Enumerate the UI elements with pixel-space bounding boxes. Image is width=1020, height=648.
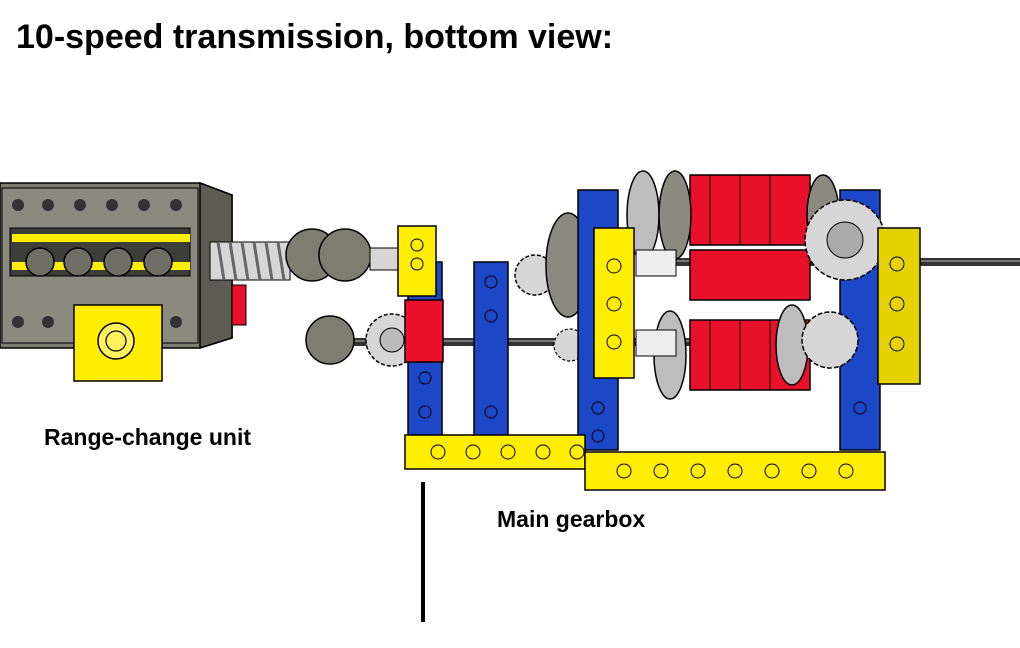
yellow-beam-bottom-left bbox=[404, 434, 586, 470]
yellow-beam-gearbox-right bbox=[877, 227, 921, 385]
main-gearbox-label: Main gearbox bbox=[497, 506, 646, 532]
knob-gear-lower bbox=[305, 315, 355, 365]
red-synchro-upper bbox=[689, 174, 811, 246]
yellow-beam-small bbox=[397, 225, 437, 297]
diagram-title: 10-speed transmission, bottom view: bbox=[16, 18, 614, 56]
spur-gear-right-lower bbox=[801, 311, 859, 369]
red-synchro-middle bbox=[689, 249, 811, 301]
red-block bbox=[404, 299, 444, 363]
shaft-bushes bbox=[635, 249, 677, 357]
range-housing-yellow-pins bbox=[12, 234, 190, 270]
knob-gear-upper bbox=[285, 228, 411, 282]
blue-beam-middle bbox=[473, 261, 509, 443]
range-change-unit-label: Range-change unit bbox=[44, 424, 252, 450]
range-housing-holes-bottom bbox=[12, 316, 182, 328]
worm-gear bbox=[209, 241, 291, 281]
large-spur-gear bbox=[804, 199, 886, 281]
yellow-beam-bottom-right bbox=[584, 451, 886, 491]
gearbox-gears-upper bbox=[626, 170, 840, 260]
yellow-beam-gearbox-left bbox=[593, 227, 635, 379]
range-yellow-plate bbox=[73, 304, 163, 382]
range-change-housing bbox=[0, 181, 247, 350]
range-housing-bushes bbox=[25, 247, 173, 277]
range-housing-holes-top bbox=[12, 199, 182, 211]
